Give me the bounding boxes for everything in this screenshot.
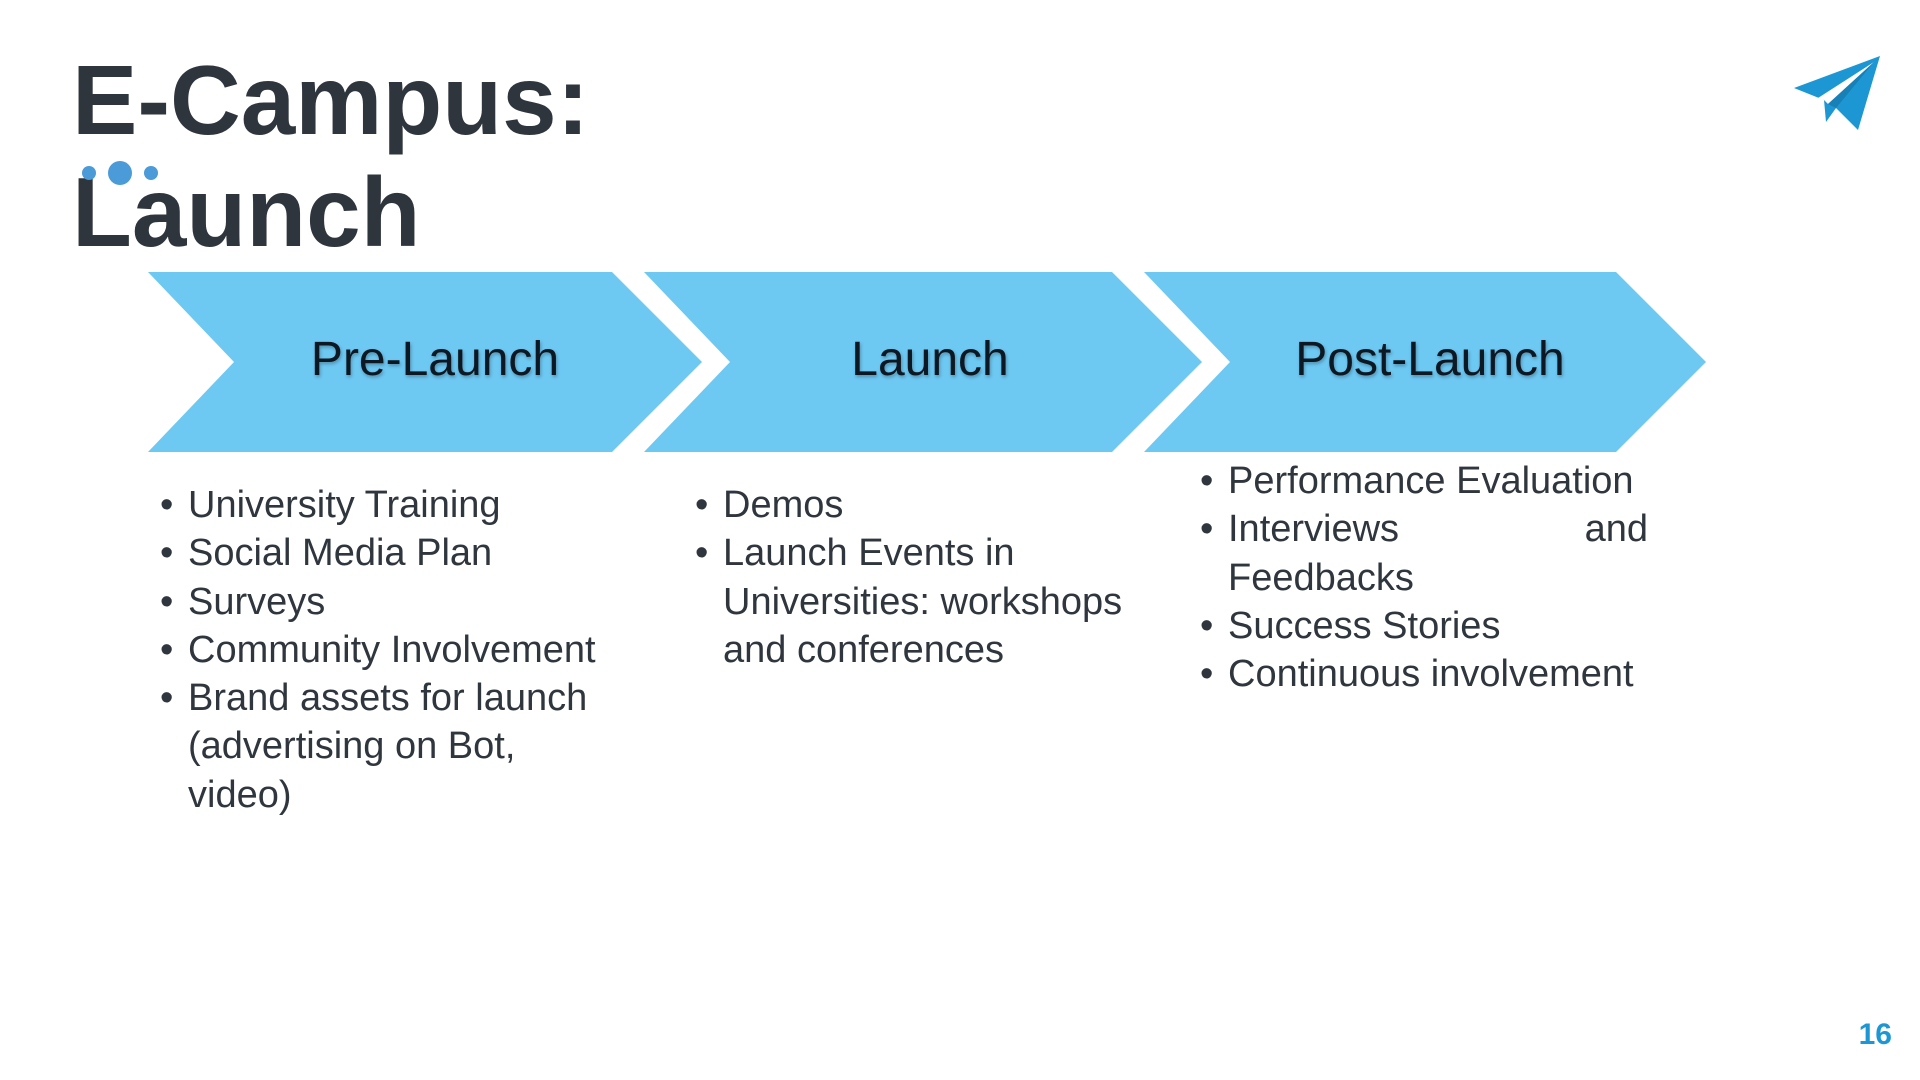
post-launch-list: Performance Evaluation Interviews and Fe… bbox=[1200, 457, 1655, 699]
phase-label-post-launch: Post-Launch bbox=[1295, 333, 1565, 386]
list-item: Launch Events in Universities: workshops… bbox=[695, 529, 1155, 674]
pre-launch-list: University Training Social Media Plan Su… bbox=[160, 481, 630, 819]
chevron-pre-launch bbox=[148, 272, 702, 452]
list-item: Success Stories bbox=[1200, 602, 1655, 651]
page-number: 16 bbox=[1858, 1018, 1892, 1051]
dot-large bbox=[108, 161, 132, 185]
chevron-post-launch bbox=[1144, 272, 1706, 452]
phase-chevrons bbox=[148, 272, 1706, 452]
dot-small-left bbox=[82, 166, 96, 180]
list-item: Demos bbox=[695, 481, 1155, 530]
list-item: Brand assets for launch (advertising on … bbox=[160, 674, 608, 819]
slide-title: E-Campus: Launch bbox=[72, 44, 589, 268]
list-item: Interviews and Feedbacks bbox=[1200, 505, 1648, 602]
dot-small-right bbox=[144, 166, 158, 180]
decorative-dots bbox=[82, 160, 172, 188]
list-item: Community Involvement bbox=[160, 626, 630, 675]
phase-label-launch: Launch bbox=[851, 333, 1009, 386]
paper-plane-icon bbox=[1794, 56, 1880, 130]
list-item: Performance Evaluation bbox=[1200, 457, 1655, 506]
chevron-launch bbox=[644, 272, 1202, 452]
list-item: Social Media Plan bbox=[160, 529, 630, 578]
list-item: Continuous involvement bbox=[1200, 650, 1655, 699]
launch-list: Demos Launch Events in Universities: wor… bbox=[695, 481, 1155, 674]
list-item: Surveys bbox=[160, 578, 630, 627]
phase-label-pre-launch: Pre-Launch bbox=[310, 333, 560, 386]
title-line-1: E-Campus: bbox=[72, 45, 590, 155]
list-item: University Training bbox=[160, 481, 630, 530]
